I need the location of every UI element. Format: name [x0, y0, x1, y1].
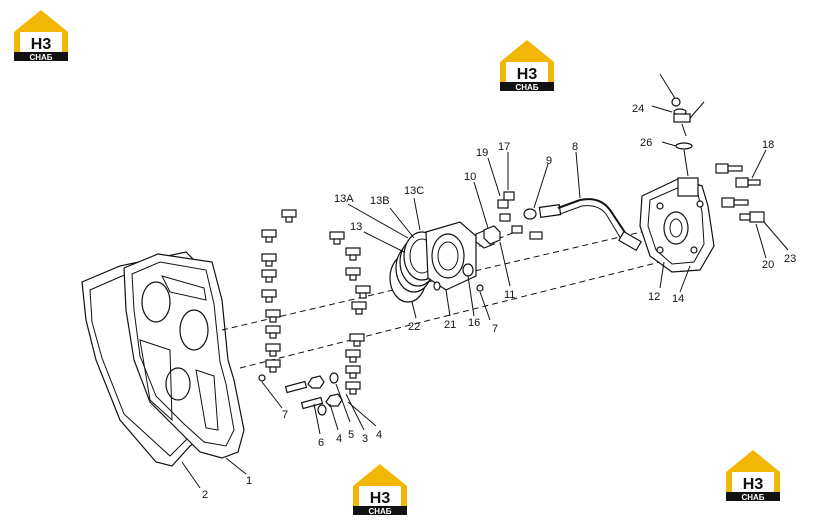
alignment-line-lower	[239, 261, 661, 369]
housing-plate	[123, 253, 245, 459]
bolts-right	[715, 163, 765, 223]
callout-7a: 7	[282, 409, 288, 421]
callout-24: 24	[632, 103, 644, 115]
logo-caption: CHAБ	[515, 83, 538, 92]
callout-1: 1	[246, 475, 252, 487]
callout-2: 2	[202, 489, 208, 501]
callout-labels: 1 2 3 4 4 5 6 7 7 8 9 10 11 12 13 13A 13…	[202, 103, 796, 501]
logo-top-center: H3 CHAБ	[500, 40, 554, 92]
callout-6: 6	[318, 437, 324, 449]
callout-8: 8	[572, 141, 578, 153]
callout-13c: 13C	[404, 185, 424, 197]
callout-13b: 13B	[370, 195, 390, 207]
plug-left	[258, 374, 266, 382]
callout-21: 21	[444, 319, 456, 331]
oil-tube	[538, 198, 642, 252]
callout-26: 26	[640, 137, 652, 149]
callout-11: 11	[504, 289, 515, 301]
callout-14: 14	[672, 293, 684, 305]
logo-bottom-right: H3 CHAБ	[726, 450, 780, 502]
housing-bore-mid	[179, 309, 209, 351]
callout-20: 20	[762, 259, 774, 271]
callout-13a: 13A	[334, 193, 354, 205]
callout-16: 16	[468, 317, 480, 329]
logo-caption: CHAБ	[29, 53, 52, 62]
leader-lines	[181, 105, 789, 489]
callout-18: 18	[762, 139, 774, 151]
logo-mark: H3	[370, 490, 391, 507]
callout-9: 9	[546, 155, 552, 167]
alignment-line-upper	[221, 229, 651, 331]
callout-12: 12	[648, 291, 660, 303]
valve-parts	[475, 191, 543, 292]
valve-body	[639, 177, 715, 273]
logo-top-left: H3 CHAБ	[14, 10, 68, 62]
logo-mark: H3	[517, 66, 538, 83]
logo-mark: H3	[743, 476, 764, 493]
logo-mark: H3	[31, 36, 52, 53]
bolt-column-left	[261, 209, 297, 373]
callout-17: 17	[498, 141, 510, 153]
callout-3: 3	[362, 433, 368, 445]
callout-4b: 4	[376, 429, 382, 441]
callout-5: 5	[348, 429, 354, 441]
callout-10: 10	[464, 171, 476, 183]
callout-4a: 4	[336, 433, 342, 445]
logo-caption: CHAБ	[741, 493, 764, 502]
callout-23: 23	[784, 253, 796, 265]
stud-assembly	[284, 372, 343, 416]
housing-bore-lower	[165, 367, 191, 401]
housing-bore-upper	[141, 281, 171, 323]
logo-bottom-center: H3 CHAБ	[353, 464, 407, 516]
sensor-assembly	[659, 73, 705, 177]
callout-22: 22	[408, 321, 420, 333]
logo-caption: CHAБ	[368, 507, 391, 516]
callout-13: 13	[350, 221, 362, 233]
callout-7b: 7	[492, 323, 498, 335]
bolt-column-middle	[329, 231, 371, 395]
callout-19: 19	[476, 147, 488, 159]
